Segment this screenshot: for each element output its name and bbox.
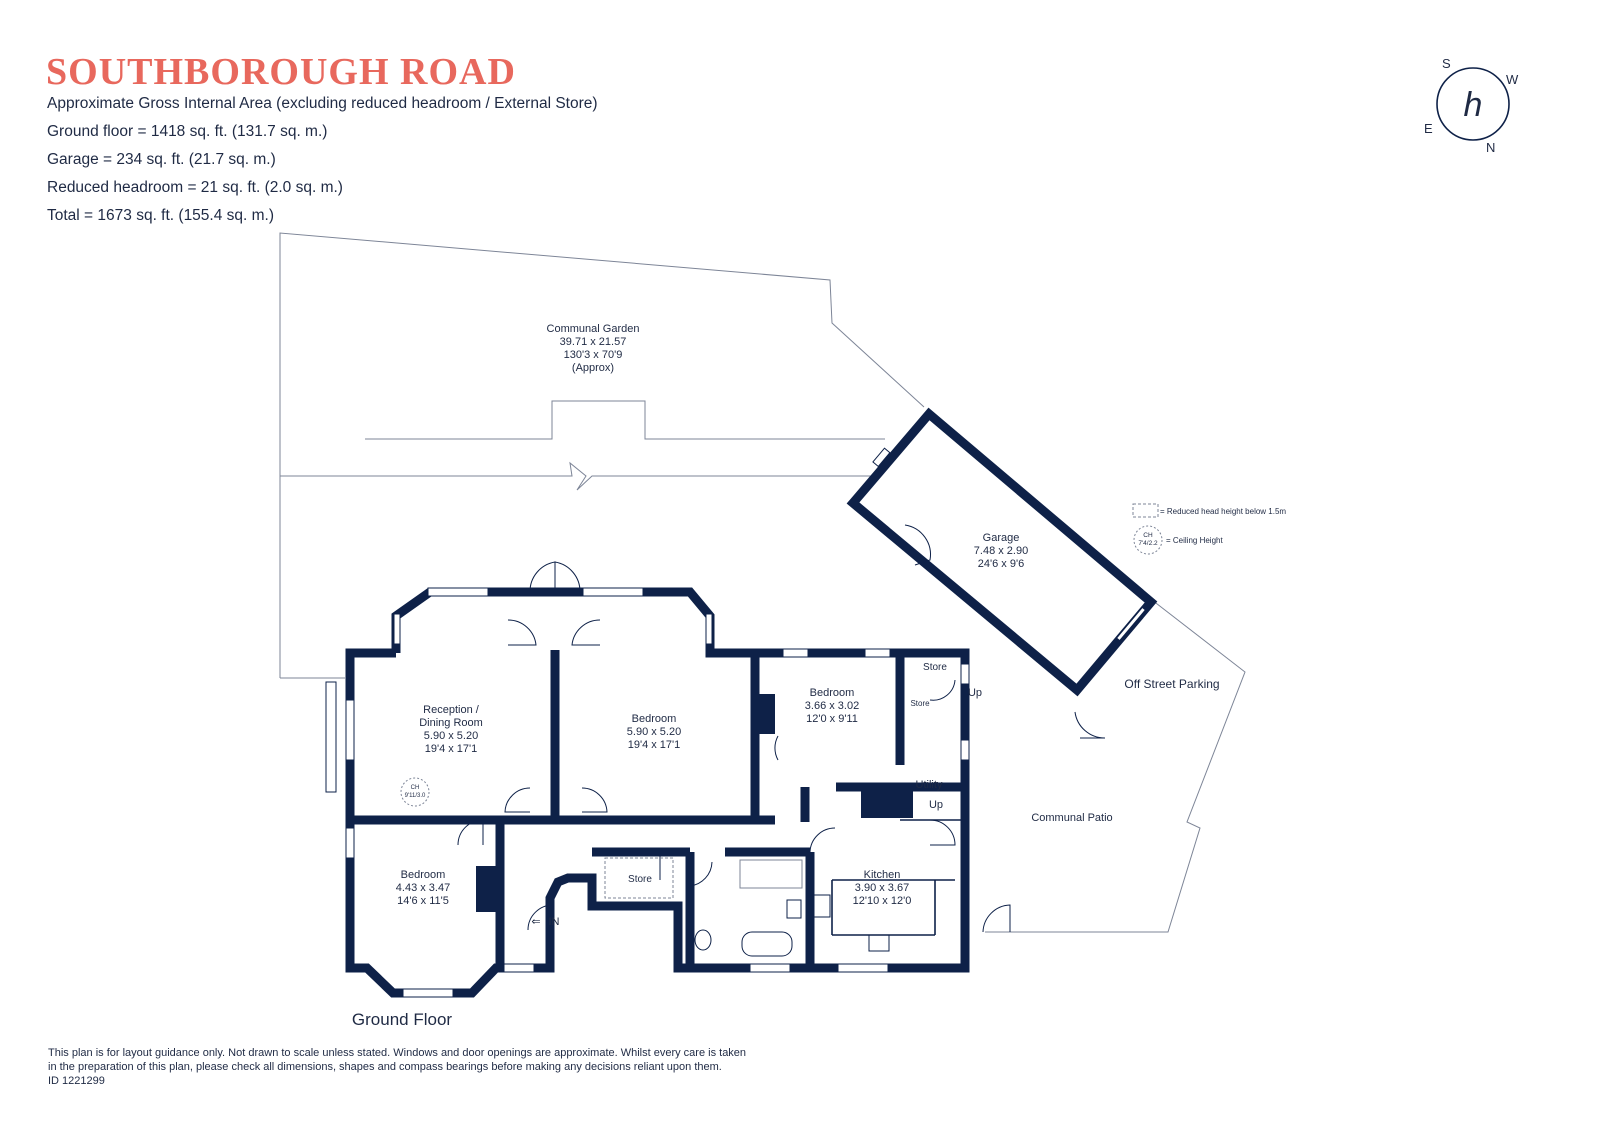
arrow-left-icon: ⇐ [531, 916, 540, 928]
store-hall-outline [604, 857, 674, 899]
garden-name: Communal Garden [547, 323, 640, 335]
compass-s: S [1442, 56, 1451, 71]
label-bedroom-southwest: Bedroom 4.43 x 3.47 14'6 x 11'5 [396, 869, 450, 907]
label-up-stairs-1: Up [968, 687, 982, 699]
reception-ch-label: CH [411, 785, 420, 791]
garage-metric: 7.48 x 2.90 [974, 545, 1028, 557]
legend-ch-value: 7'4/2.2 [1138, 540, 1158, 547]
label-kitchen: Kitchen 3.90 x 3.67 12'10 x 12'0 [853, 869, 912, 907]
label-store-hall: Store [628, 874, 652, 885]
area-line-total: Total = 1673 sq. ft. (155.4 sq. m.) [47, 207, 275, 224]
bedroom-ne-metric: 3.66 x 3.02 [805, 700, 859, 712]
reception-ch-value: 9'11/3.0 [405, 793, 426, 799]
compass-n: N [1486, 140, 1495, 155]
label-reception: Reception / Dining Room 5.90 x 5.20 19'4… [400, 704, 483, 807]
bedroom-sw-name: Bedroom [401, 869, 446, 881]
compass-logo: h S W E N [1424, 56, 1519, 155]
disclaimer: This plan is for layout guidance only. N… [48, 1046, 746, 1088]
label-store-top: Store [923, 662, 947, 673]
compass-e: E [1424, 121, 1433, 136]
bedroom-middle-name: Bedroom [632, 713, 677, 725]
kitchen-name: Kitchen [864, 869, 901, 881]
area-summary: Approximate Gross Internal Area (excludi… [47, 90, 598, 230]
label-communal-patio: Communal Patio [1031, 812, 1112, 824]
doors [457, 561, 956, 931]
legend-ceiling-text: = Ceiling Height [1166, 536, 1223, 545]
communal-garden [279, 232, 925, 679]
legend-reduced-text: = Reduced head height below 1.5m [1160, 507, 1286, 516]
label-bedroom-northeast: Bedroom 3.66 x 3.02 12'0 x 9'11 [805, 687, 859, 725]
kitchen-metric: 3.90 x 3.67 [855, 882, 909, 894]
plan-title: SOUTHBOROUGH ROAD [46, 51, 516, 93]
bedroom-middle-imperial: 19'4 x 17'1 [628, 739, 681, 751]
garden-approx: (Approx) [572, 362, 614, 374]
bedroom-ne-imperial: 12'0 x 9'11 [806, 713, 858, 725]
label-bedroom-middle: Bedroom 5.90 x 5.20 19'4 x 17'1 [627, 713, 681, 751]
plan-id: ID 1221299 [48, 1075, 105, 1087]
label-utility: Utility [916, 779, 943, 791]
area-line-garage: Garage = 234 sq. ft. (21.7 sq. m.) [47, 151, 276, 168]
reception-metric: 5.90 x 5.20 [424, 730, 478, 742]
bedroom-sw-metric: 4.43 x 3.47 [396, 882, 450, 894]
reception-imperial: 19'4 x 17'1 [425, 743, 478, 755]
floor-name: Ground Floor [352, 1010, 452, 1029]
entrance-marker: ⇐ IN [531, 916, 559, 928]
windows [325, 587, 970, 998]
garden-metric: 39.71 x 21.57 [560, 336, 627, 348]
label-off-street-parking: Off Street Parking [1124, 677, 1219, 691]
label-garage: Garage 7.48 x 2.90 24'6 x 9'6 [974, 532, 1028, 570]
label-store-small: Store [910, 699, 930, 708]
area-line-reduced-headroom: Reduced headroom = 21 sq. ft. (2.0 sq. m… [47, 179, 343, 196]
legend: = Reduced head height below 1.5m CH 7'4/… [1132, 503, 1286, 555]
label-up-stairs-2: Up [929, 799, 943, 811]
bathroom-fixtures [694, 894, 890, 957]
label-communal-garden: Communal Garden 39.71 x 21.57 130'3 x 70… [547, 323, 640, 374]
compass-w: W [1506, 72, 1519, 87]
disclaimer-line-1: This plan is for layout guidance only. N… [48, 1047, 747, 1059]
kitchen-imperial: 12'10 x 12'0 [853, 895, 912, 907]
legend-ch-label: CH [1143, 532, 1153, 539]
garage-name: Garage [983, 532, 1020, 544]
staircase-outline [739, 859, 803, 889]
area-line-ground-floor: Ground floor = 1418 sq. ft. (131.7 sq. m… [47, 123, 328, 140]
bedroom-middle-metric: 5.90 x 5.20 [627, 726, 681, 738]
logo-letter: h [1464, 86, 1483, 124]
bedroom-ne-name: Bedroom [810, 687, 855, 699]
garage-imperial: 24'6 x 9'6 [978, 558, 1024, 570]
reception-name-2: Dining Room [419, 717, 483, 729]
area-line-description: Approximate Gross Internal Area (excludi… [47, 95, 598, 112]
garden-imperial: 130'3 x 70'9 [564, 349, 623, 361]
label-entrance: IN [549, 916, 560, 928]
reception-name-1: Reception / [423, 704, 480, 716]
garage [846, 407, 1158, 697]
bedroom-sw-imperial: 14'6 x 11'5 [397, 895, 449, 907]
disclaimer-line-2: in the preparation of this plan, please … [48, 1061, 722, 1073]
